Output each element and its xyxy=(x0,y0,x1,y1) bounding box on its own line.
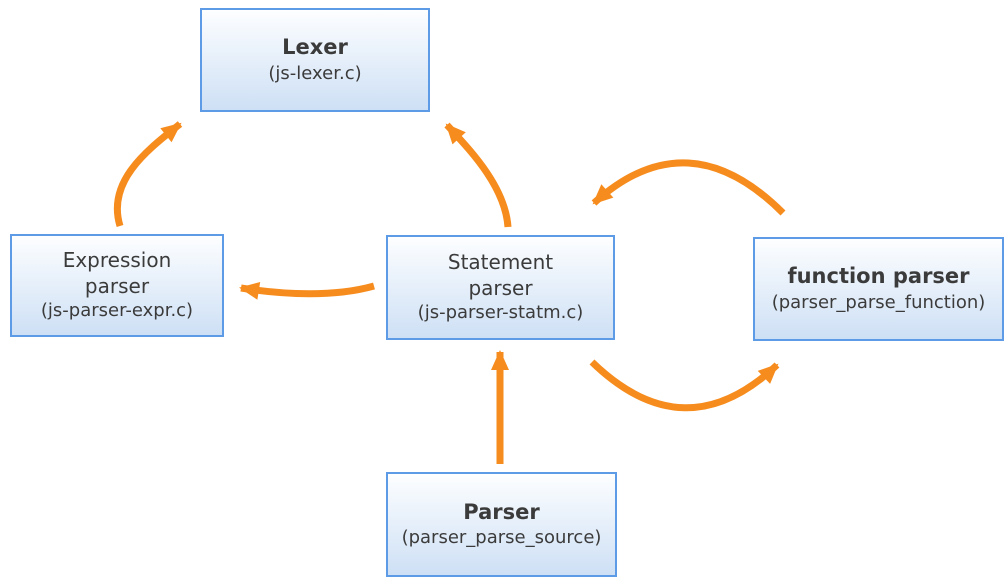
node-subtitle: (js-parser-statm.c) xyxy=(417,302,584,324)
node-subtitle: (js-parser-expr.c) xyxy=(40,300,194,322)
arrow-statement-parser-to-function-parser xyxy=(589,359,780,412)
node-title: Expression parser xyxy=(62,248,172,299)
arrow-expression-parser-to-lexer xyxy=(114,121,183,228)
node-title: Statement parser xyxy=(447,250,554,301)
node-statement-parser: Statement parser(js-parser-statm.c) xyxy=(386,235,615,340)
node-title: Parser xyxy=(463,499,540,524)
node-lexer: Lexer(js-lexer.c) xyxy=(200,8,430,112)
node-function-parser: function parser(parser_parse_function) xyxy=(753,237,1004,341)
arrow-statement-parser-to-expression-parser xyxy=(239,281,375,300)
node-expression-parser: Expression parser(js-parser-expr.c) xyxy=(10,234,224,337)
node-title: function parser xyxy=(787,264,970,289)
arrow-statement-parser-to-lexer xyxy=(444,122,512,228)
node-title: Lexer xyxy=(282,35,348,60)
node-parser: Parser (parser_parse_source) xyxy=(386,472,617,577)
node-subtitle: (js-lexer.c) xyxy=(268,62,362,84)
node-subtitle: (parser_parse_source) xyxy=(401,527,602,548)
node-subtitle: (parser_parse_function) xyxy=(771,291,986,313)
arrow-function-parser-to-statement-parser xyxy=(591,159,786,216)
